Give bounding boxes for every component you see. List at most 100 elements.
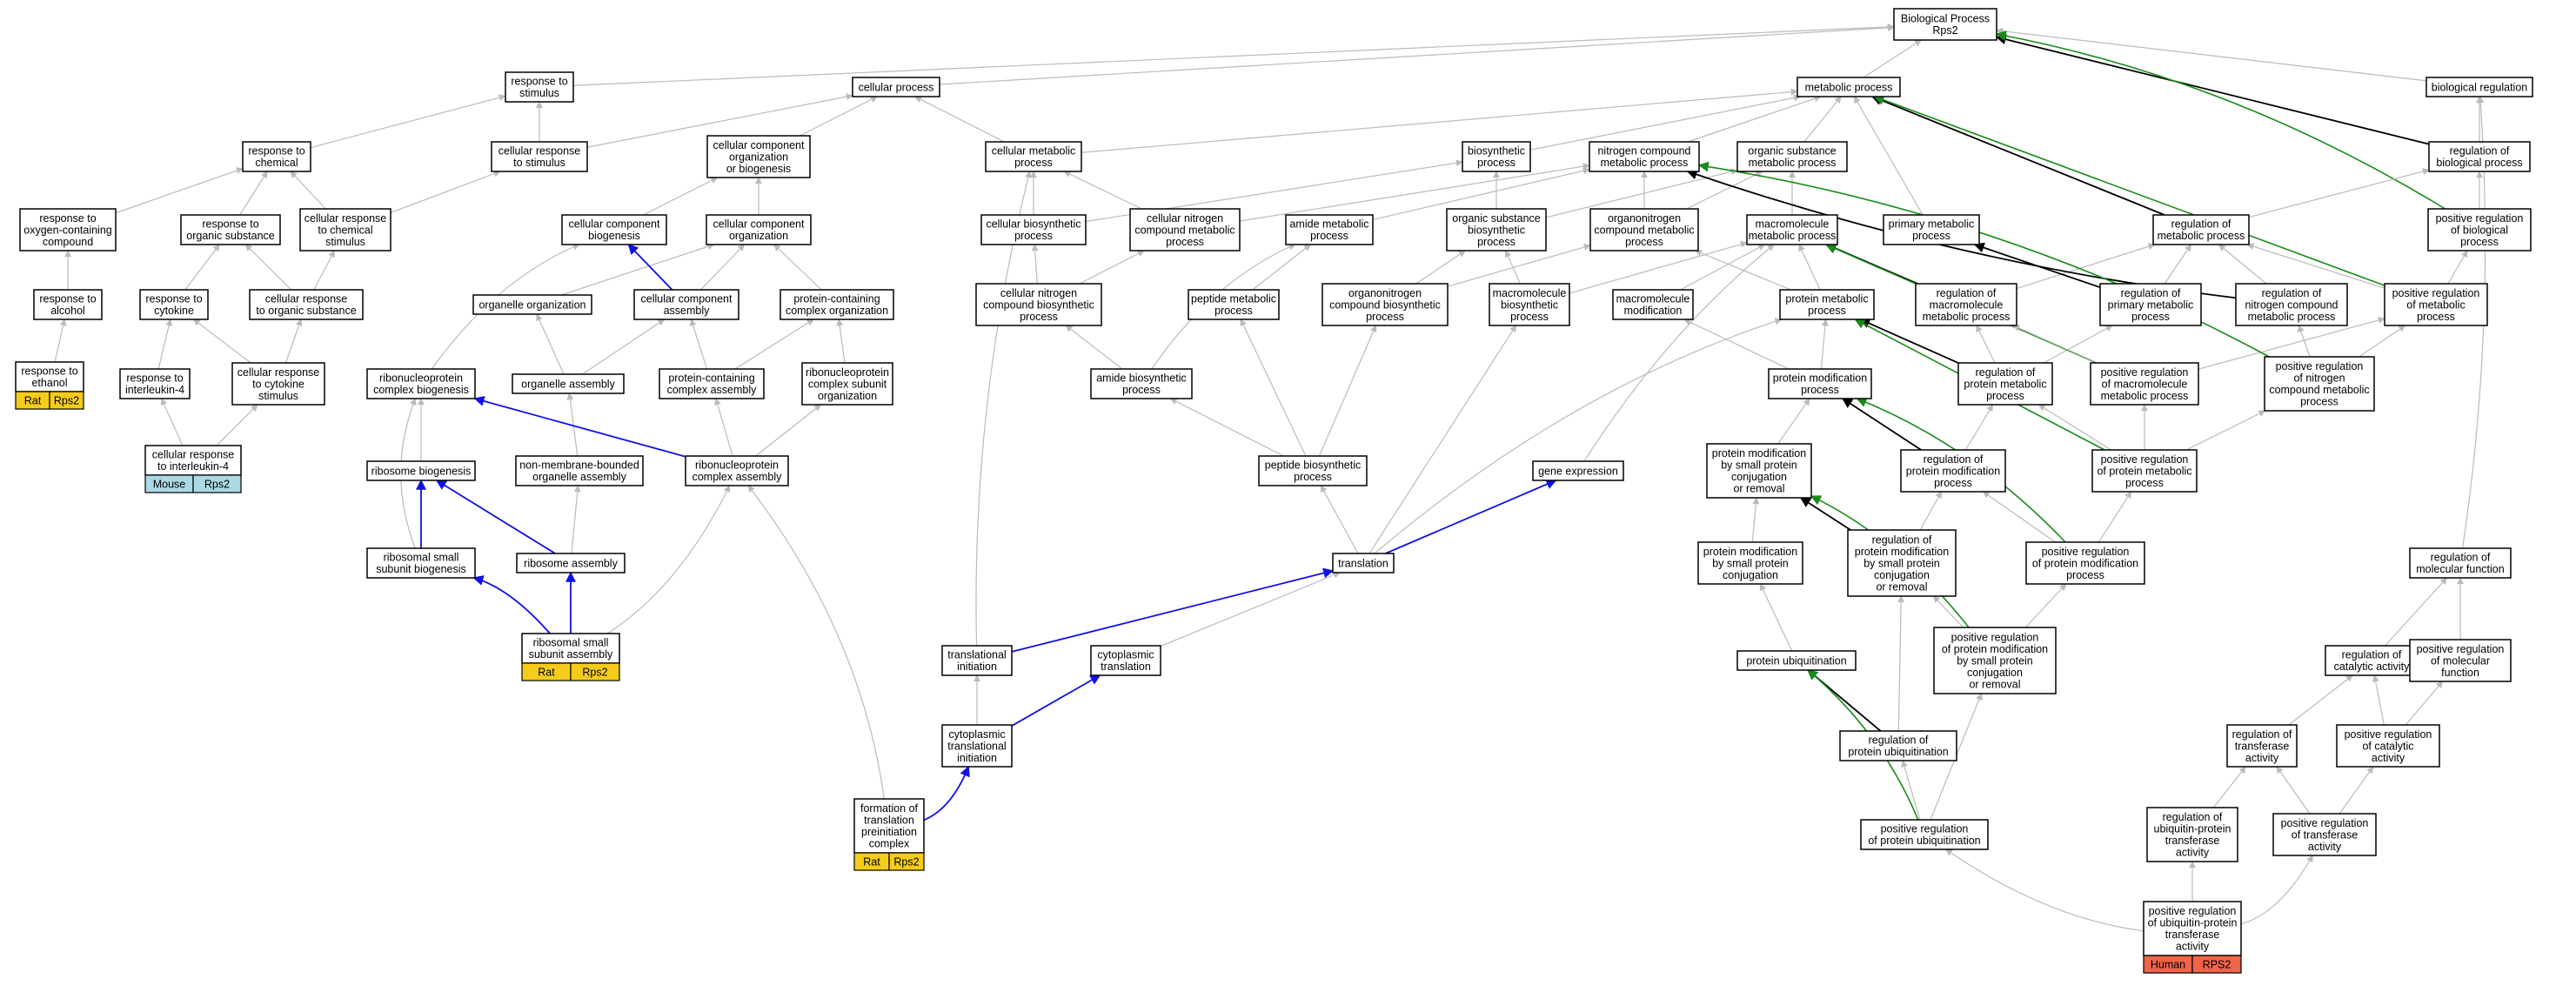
go-term-label-line: process	[1912, 230, 1950, 242]
go-term-node-protein-ubiquitination[interactable]: protein ubiquitination	[1736, 650, 1857, 671]
go-term-node-translation[interactable]: translation	[1332, 553, 1395, 573]
go-term-node-organelle-assembly[interactable]: organelle assembly	[512, 373, 625, 394]
go-term-label-line: Biological Process	[1901, 13, 1990, 25]
go-term-node-metabolic-process[interactable]: metabolic process	[1797, 77, 1901, 97]
go-term-box	[852, 77, 940, 97]
go-term-node-ribosome-assembly[interactable]: ribosome assembly	[516, 553, 626, 573]
edge-cellular_nitrogen_biosynthetic-to-cellular_biosynthetic	[1031, 244, 1039, 285]
go-term-node-gene-expression[interactable]: gene expression	[1532, 460, 1624, 481]
go-term-node-ribosome-biogenesis[interactable]: ribosome biogenesis	[366, 460, 476, 481]
go-term-label-line: amide biosynthetic	[1096, 372, 1187, 385]
go-term-label-line: to chemical	[318, 224, 372, 236]
species-tag: Rat	[538, 666, 555, 678]
go-term-label-line: compound	[43, 236, 93, 248]
go-term-node-biological-regulation[interactable]: biological regulation	[2425, 77, 2533, 97]
edge-peptide_metabolic-to-amide_metabolic	[1252, 244, 1311, 291]
go-term-node-organelle-organization[interactable]: organelle organization	[472, 294, 592, 315]
go-term-label-line: cellular metabolic	[992, 145, 1076, 158]
go-term-node-cellular-process[interactable]: cellular process	[852, 77, 940, 97]
edge-formation_translation_preinitiation-to-cytoplasmic_translational_initiation	[923, 765, 970, 822]
species-tag: Human	[2151, 958, 2185, 970]
go-term-node-regulation-ubiquitin-transferase[interactable]: regulation ofubiquitin-proteintransferas…	[2146, 807, 2238, 862]
go-term-label-line: alcohol	[50, 305, 85, 317]
go-term-node-formation-translation-preinitiation[interactable]: formation oftranslationpreinitiationcomp…	[853, 798, 925, 871]
